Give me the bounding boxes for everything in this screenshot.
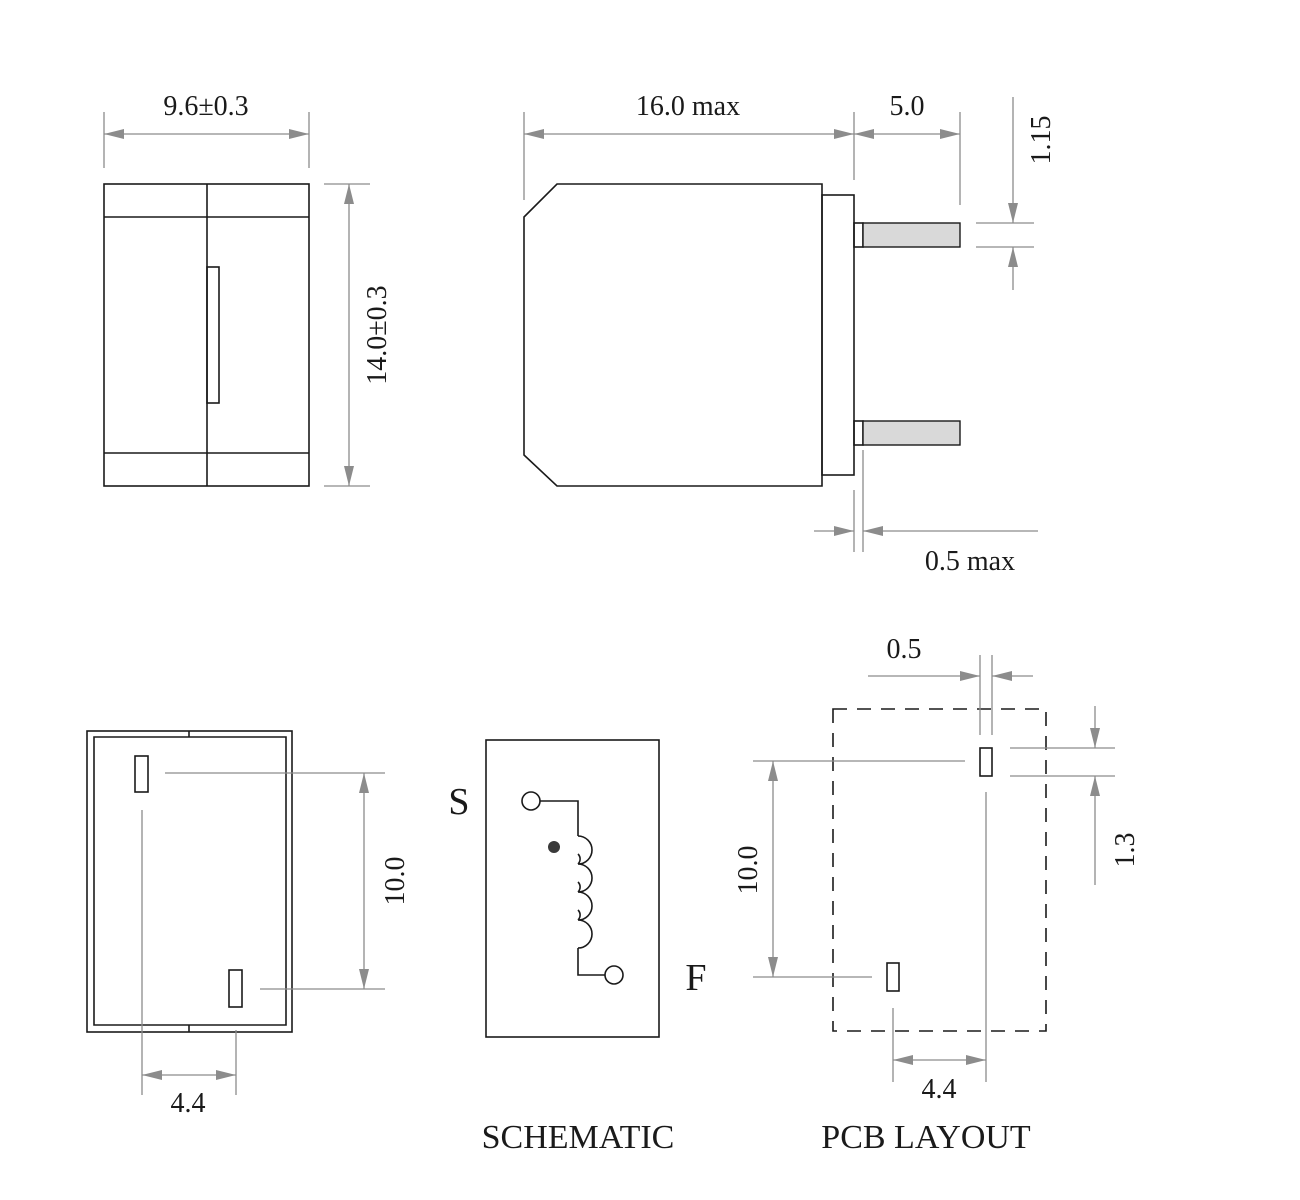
pcb-vertical-dimension: 10.0 <box>733 760 965 978</box>
schematic: S F SCHEMATIC <box>448 739 707 1156</box>
pcb-vertical-label: 10.0 <box>733 846 764 895</box>
side-length-label: 16.0 max <box>636 91 740 122</box>
finish-label: F <box>685 957 706 999</box>
front-width-dimension: 9.6±0.3 <box>103 91 310 168</box>
front-height-label: 14.0±0.3 <box>362 285 393 384</box>
bottom-pin-bottom <box>228 969 243 1008</box>
side-length-dimension: 16.0 max <box>523 91 855 200</box>
side-view: 16.0 max 5.0 1.15 0.5 <box>523 91 1057 577</box>
side-pin-bottom <box>862 420 961 446</box>
bottom-horizontal-dimension: 4.4 <box>141 810 237 1119</box>
bottom-pin-top <box>134 755 149 793</box>
pcb-pad-height-dimension: 1.3 <box>1010 706 1141 885</box>
bottom-vertical-label: 10.0 <box>380 857 411 906</box>
inductor-coil-icon <box>577 835 593 949</box>
standoff-dimension: 0.5 max <box>814 450 1038 577</box>
pin-thickness-dimension: 1.15 <box>976 97 1057 290</box>
finish-terminal <box>604 965 624 985</box>
start-terminal <box>521 791 541 811</box>
side-pin-top <box>862 222 961 248</box>
pin-thickness-label: 1.15 <box>1026 116 1057 165</box>
pcb-horizontal-dimension: 4.4 <box>892 792 987 1105</box>
pcb-pad-width-dimension: 0.5 <box>868 634 1033 735</box>
pcb-pad-bottom <box>886 962 900 992</box>
pcb-horizontal-label: 4.4 <box>922 1074 957 1105</box>
front-height-dimension: 14.0±0.3 <box>324 183 393 487</box>
pcb-pad-width-label: 0.5 <box>887 634 922 665</box>
pcb-pad-top <box>979 747 993 777</box>
pin-length-dimension: 5.0 <box>854 91 961 205</box>
pcb-pad-height-label: 1.3 <box>1110 833 1141 868</box>
schematic-caption: SCHEMATIC <box>482 1119 675 1156</box>
bottom-view: 10.0 4.4 <box>86 730 411 1119</box>
bottom-vertical-dimension: 10.0 <box>165 772 411 990</box>
start-label: S <box>448 781 469 823</box>
pcb-caption: PCB LAYOUT <box>821 1119 1031 1156</box>
standoff-label: 0.5 max <box>925 546 1015 577</box>
bottom-horizontal-label: 4.4 <box>171 1088 206 1119</box>
pcb-layout: 0.5 1.3 10.0 4.4 <box>733 634 1141 1156</box>
front-view: 9.6±0.3 14.0±0.3 <box>103 91 393 487</box>
pin-length-label: 5.0 <box>890 91 925 122</box>
polarity-dot-icon <box>548 841 560 853</box>
front-width-label: 9.6±0.3 <box>163 91 248 122</box>
